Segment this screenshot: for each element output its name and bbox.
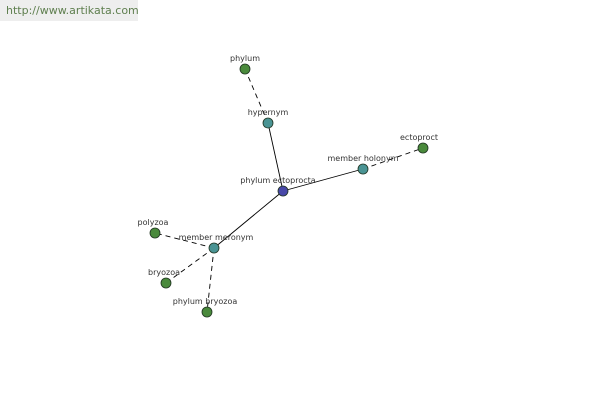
- edge-member-meronym-to-bryozoa: [165, 247, 215, 284]
- edge-phylum-ectoprocta-to-member-meronym: [213, 190, 284, 249]
- node-phylum-ectoprocta[interactable]: [277, 185, 289, 197]
- label-layer: phylum ectoprocta hypernym phylum member ho…: [138, 54, 438, 306]
- node-label-ectoproct: ectoproct: [400, 133, 438, 142]
- source-link[interactable]: http://www.artikata.com: [6, 4, 139, 17]
- source-bar: http://www.artikata.com: [0, 0, 139, 21]
- node-phylum[interactable]: [239, 63, 251, 75]
- node-label-phylum: phylum: [230, 54, 260, 63]
- edge-hypernym-to-phylum: [244, 68, 269, 124]
- edge-phylum-ectoprocta-to-hypernym: [267, 122, 284, 192]
- node-member-holonym[interactable]: [357, 163, 369, 175]
- node-polyzoa[interactable]: [149, 227, 161, 239]
- node-layer: [149, 63, 429, 318]
- node-label-bryozoa: bryozoa: [148, 268, 180, 277]
- edge-layer: [154, 68, 424, 313]
- node-label-member-holonym: member holonym: [327, 154, 398, 163]
- edge-member-meronym-to-polyzoa: [154, 232, 215, 249]
- node-phylum-bryozoa[interactable]: [201, 306, 213, 318]
- node-ectoproct[interactable]: [417, 142, 429, 154]
- edge-member-meronym-to-phylum-bryozoa: [206, 247, 215, 313]
- edge-member-holonym-to-ectoproct: [362, 147, 424, 170]
- node-label-member-meronym: member meronym: [179, 233, 254, 242]
- node-label-polyzoa: polyzoa: [138, 218, 169, 227]
- node-label-phylum-ectoprocta: phylum ectoprocta: [240, 176, 315, 185]
- edge-phylum-ectoprocta-to-member-holonym: [282, 168, 364, 192]
- node-bryozoa[interactable]: [160, 277, 172, 289]
- node-hypernym[interactable]: [262, 117, 274, 129]
- node-label-phylum-bryozoa: phylum bryozoa: [173, 297, 238, 306]
- node-label-hypernym: hypernym: [248, 108, 289, 117]
- node-member-meronym[interactable]: [208, 242, 220, 254]
